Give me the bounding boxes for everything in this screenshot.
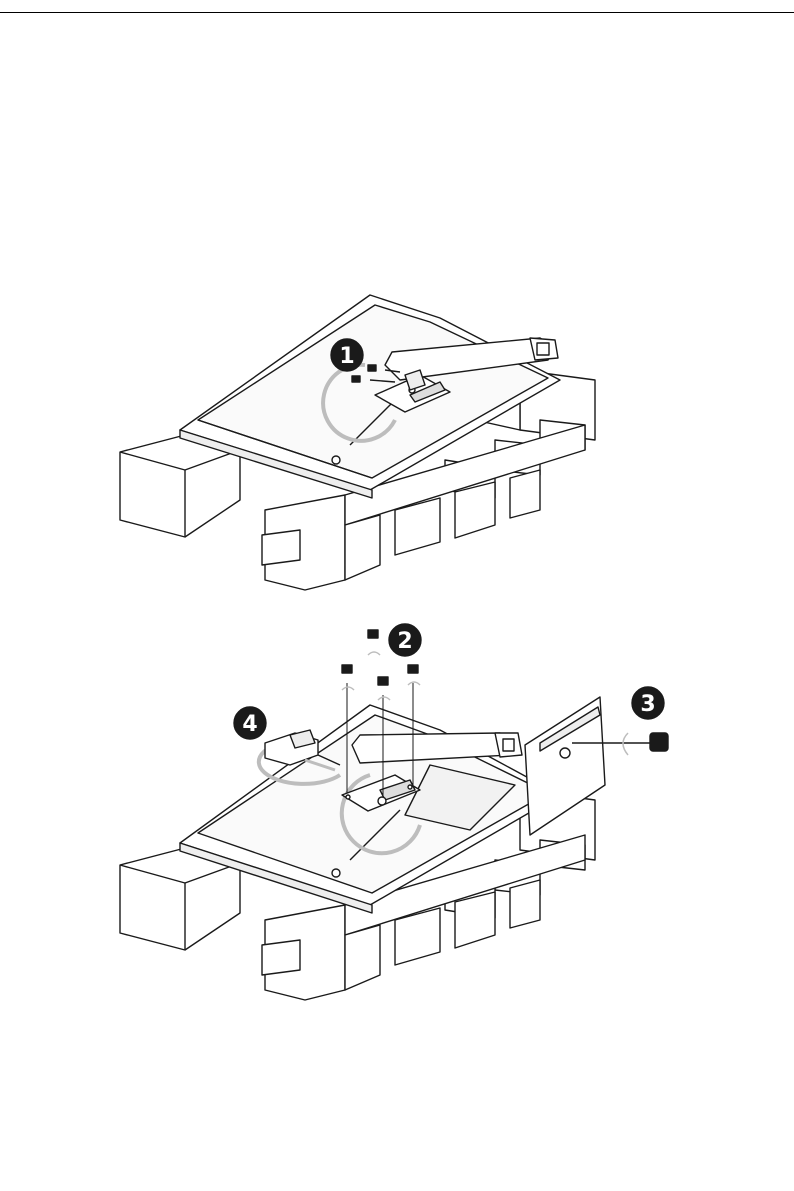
header-rule [0, 12, 794, 13]
step-1-badge: 1 [331, 339, 363, 371]
svg-text:1: 1 [339, 344, 354, 369]
svg-text:2: 2 [397, 629, 412, 654]
step-4-badge: 4 [234, 707, 266, 739]
diagram-step-1: 1 [0, 280, 794, 610]
svg-text:3: 3 [640, 692, 655, 717]
diagram-steps-2-4: 2 3 4 [0, 615, 794, 1015]
step-2-badge: 2 [389, 624, 421, 656]
step-3-badge: 3 [632, 687, 664, 719]
step-1-illustration: 1 [0, 280, 794, 610]
steps-2-4-illustration: 2 3 4 [0, 615, 794, 1015]
svg-text:4: 4 [242, 712, 257, 737]
stand-arm [352, 733, 522, 763]
